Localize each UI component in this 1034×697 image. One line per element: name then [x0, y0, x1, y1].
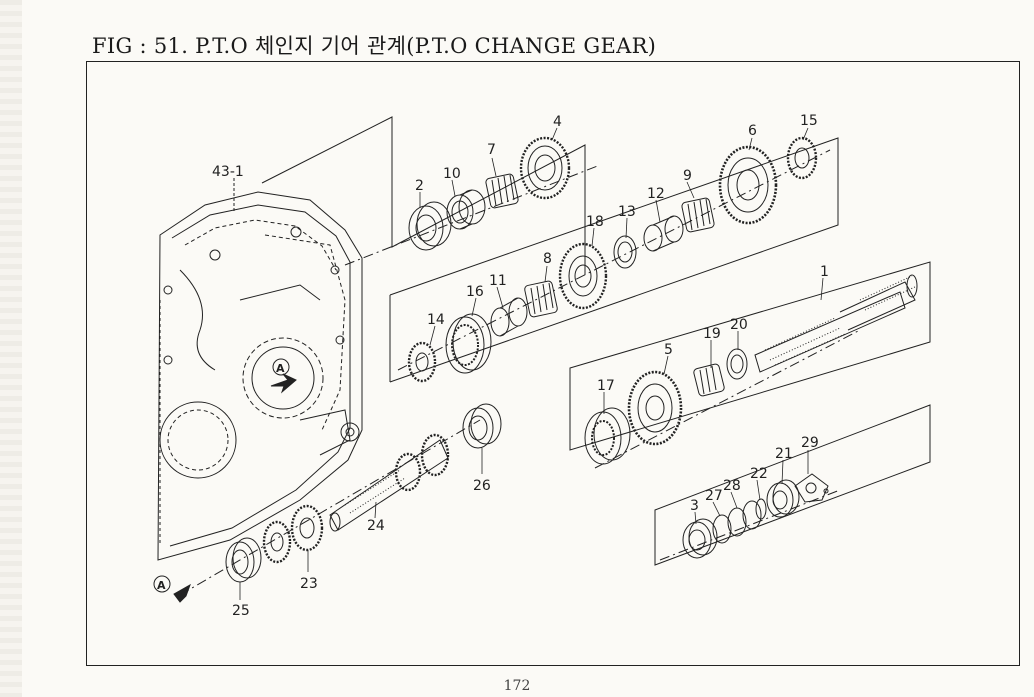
- label-20: 20: [730, 317, 748, 333]
- bearing-group: [654, 404, 931, 566]
- label-43-1: 43-1: [212, 164, 244, 180]
- label-3: 3: [690, 498, 699, 514]
- label-17: 17: [597, 378, 615, 394]
- label-11: 11: [489, 273, 507, 289]
- label-27: 27: [705, 488, 723, 504]
- label-8: 8: [543, 251, 552, 267]
- label-10: 10: [443, 166, 461, 182]
- leader-lines: [239, 127, 824, 600]
- input-shaft-group: [179, 403, 502, 596]
- output-shaft-group: [569, 261, 931, 469]
- label-18: 18: [586, 214, 604, 230]
- label-2: 2: [415, 178, 424, 194]
- label-4: 4: [553, 114, 562, 130]
- label-26: 26: [473, 478, 491, 494]
- page-number: 172: [503, 678, 531, 694]
- label-12: 12: [647, 186, 665, 202]
- label-6: 6: [748, 123, 757, 139]
- view-a-label: A: [276, 362, 285, 375]
- label-16: 16: [466, 284, 484, 300]
- figure-title: FIG : 51. P.T.O 체인지 기어 관계(P.T.O CHANGE G…: [92, 34, 657, 58]
- part-labels: 43-1 2 10 7 4 6 15 9 12 13 18 8 11 16 14…: [157, 113, 829, 619]
- label-5: 5: [664, 342, 673, 358]
- diagram-frame: [86, 61, 1020, 666]
- label-14: 14: [427, 312, 445, 328]
- label-13: 13: [618, 204, 636, 220]
- view-a-label-lower: A: [157, 579, 166, 592]
- label-1: 1: [820, 264, 829, 280]
- label-21: 21: [775, 446, 793, 462]
- upper-shaft-group: [261, 116, 839, 383]
- label-28: 28: [723, 478, 741, 494]
- label-15: 15: [800, 113, 818, 129]
- scan-edge: [0, 0, 22, 697]
- label-9: 9: [683, 168, 692, 184]
- transmission-housing: [157, 191, 363, 561]
- view-a-marker: [153, 358, 297, 603]
- label-23: 23: [300, 576, 318, 592]
- label-29: 29: [801, 435, 819, 451]
- label-7: 7: [487, 142, 496, 158]
- label-22: 22: [750, 466, 768, 482]
- label-24: 24: [367, 518, 385, 534]
- label-19: 19: [703, 326, 721, 342]
- label-25: 25: [232, 603, 250, 619]
